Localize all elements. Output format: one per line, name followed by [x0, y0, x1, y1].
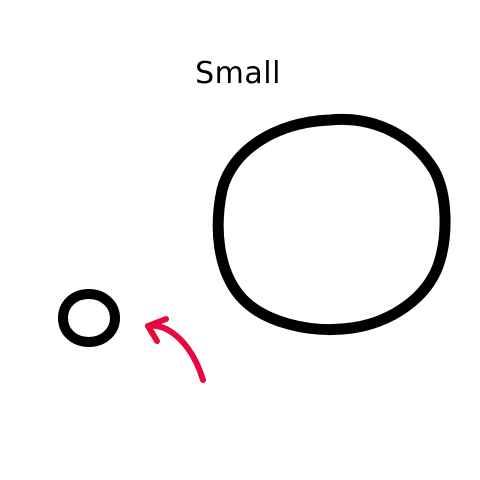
small-circle	[58, 289, 120, 347]
arrow-shaft	[145, 322, 206, 383]
caption-small: Small	[195, 56, 281, 91]
arrow-head	[145, 316, 169, 344]
large-circle	[212, 113, 451, 336]
arrow	[145, 316, 206, 383]
